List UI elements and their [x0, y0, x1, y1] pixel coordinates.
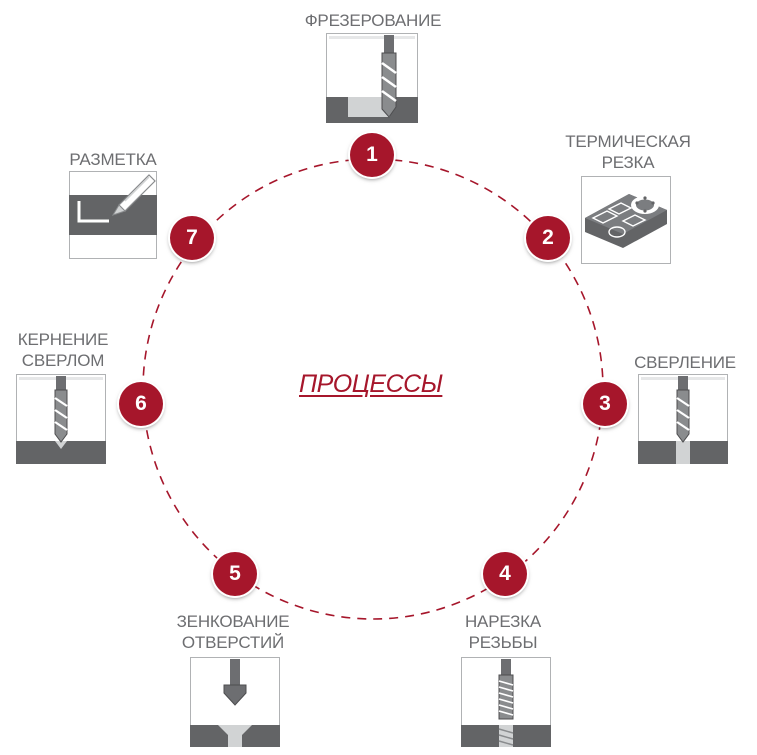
label-countersinking: ЗЕНКОВАНИЕ ОТВЕРСТИЙ — [153, 611, 313, 653]
step-badge-5: 5 — [213, 552, 257, 596]
label-line: КЕРНЕНИЕ — [17, 330, 109, 349]
milling-icon — [326, 33, 418, 123]
label-line: СВЕРЛЕНИЕ — [634, 353, 736, 372]
label-line: РЕЗЬБЫ — [468, 633, 538, 652]
step-badge-7: 7 — [170, 216, 214, 260]
label-line: РЕЗКА — [601, 153, 655, 172]
label-drilling: СВЕРЛЕНИЕ — [605, 352, 757, 373]
label-center-drilling: КЕРНЕНИЕ СВЕРЛОМ — [0, 329, 143, 371]
label-line: ЗЕНКОВАНИЕ — [176, 612, 290, 631]
label-line: ТЕРМИЧЕСКАЯ — [565, 132, 691, 151]
step-badge-6: 6 — [119, 382, 163, 426]
step-badge-4: 4 — [483, 552, 527, 596]
label-marking: РАЗМЕТКА — [33, 149, 193, 170]
center-drilling-icon — [16, 374, 106, 464]
countersinking-icon — [190, 657, 280, 747]
step-badge-1: 1 — [350, 133, 394, 177]
drilling-icon — [638, 374, 728, 464]
step-badge-3: 3 — [583, 382, 627, 426]
step-badge-2: 2 — [526, 216, 570, 260]
label-line: ФРЕЗЕРОВАНИЕ — [304, 11, 442, 30]
marking-icon — [69, 171, 157, 259]
label-thermal-cutting: ТЕРМИЧЕСКАЯ РЕЗКА — [548, 131, 708, 173]
label-milling: ФРЕЗЕРОВАНИЕ — [293, 10, 453, 31]
threading-icon — [461, 657, 551, 747]
label-line: РАЗМЕТКА — [69, 150, 157, 169]
diagram-title: ПРОЦЕССЫ — [299, 370, 443, 398]
thermal-cutting-icon — [581, 176, 671, 264]
label-threading: НАРЕЗКА РЕЗЬБЫ — [423, 611, 583, 653]
label-line: ОТВЕРСТИЙ — [181, 633, 285, 652]
label-line: СВЕРЛОМ — [21, 351, 105, 370]
label-line: НАРЕЗКА — [464, 612, 542, 631]
